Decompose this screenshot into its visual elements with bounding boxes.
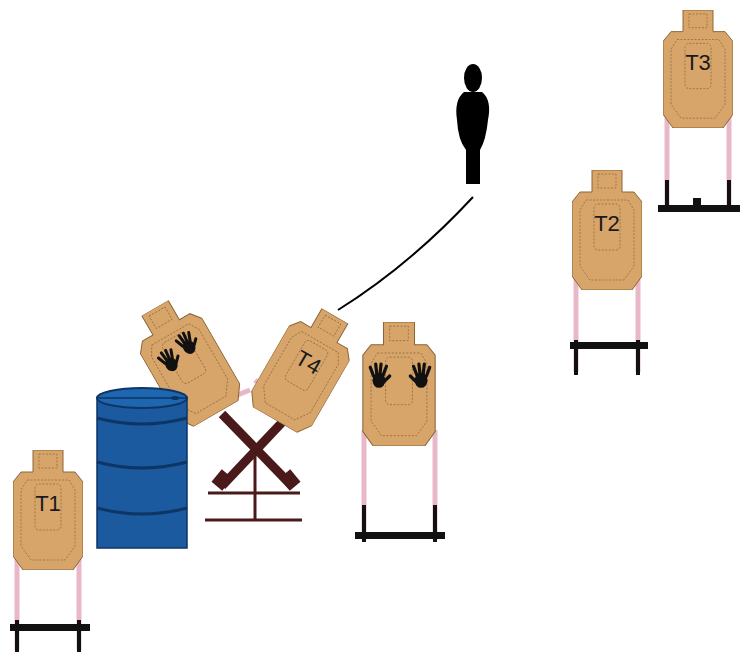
target-stand <box>355 430 445 542</box>
barrel <box>97 388 187 548</box>
target-label: T2 <box>594 213 620 235</box>
target: T3 <box>663 10 733 128</box>
no-shoot-target <box>363 322 435 446</box>
shooter-silhouette <box>456 64 489 184</box>
target-label: T1 <box>35 493 61 515</box>
target: T4 <box>245 299 366 438</box>
target: T2 <box>572 170 642 290</box>
target-label: T3 <box>685 52 711 74</box>
target: T1 <box>13 450 83 570</box>
shooter-path <box>338 197 473 310</box>
